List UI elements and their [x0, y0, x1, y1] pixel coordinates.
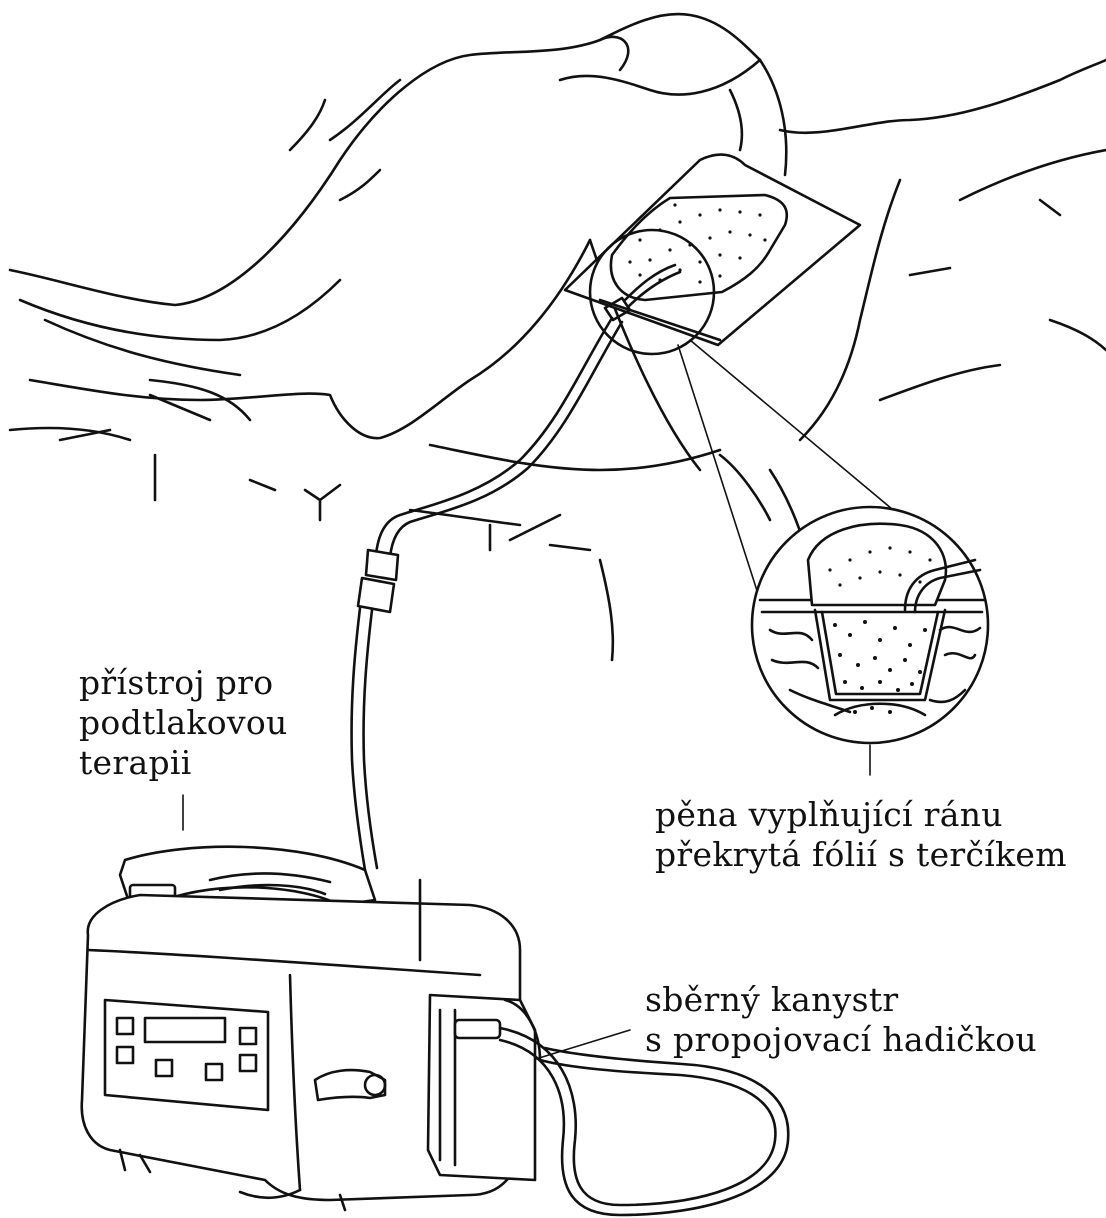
device-label-line3: terapii [79, 743, 288, 783]
wound-cross-section [752, 507, 988, 743]
device-label-line1: přístroj pro [79, 663, 288, 703]
device-label: přístroj pro podtlakovou terapii [79, 663, 288, 783]
canister-label-line1: sběrný kanystr [645, 980, 1037, 1020]
canister-label-line2: s propojovací hadičkou [645, 1020, 1037, 1060]
drainage-tubing [352, 318, 622, 870]
device-label-line2: podtlakovou [79, 703, 288, 743]
foam-label-line1: pěna vyplňující ránu [655, 795, 1067, 835]
npwt-device [82, 847, 540, 1210]
canister-label: sběrný kanystr s propojovací hadičkou [645, 980, 1037, 1060]
foam-label: pěna vyplňující ránu překrytá fólií s te… [655, 795, 1067, 875]
foam-label-line2: překrytá fólií s terčíkem [655, 835, 1067, 875]
